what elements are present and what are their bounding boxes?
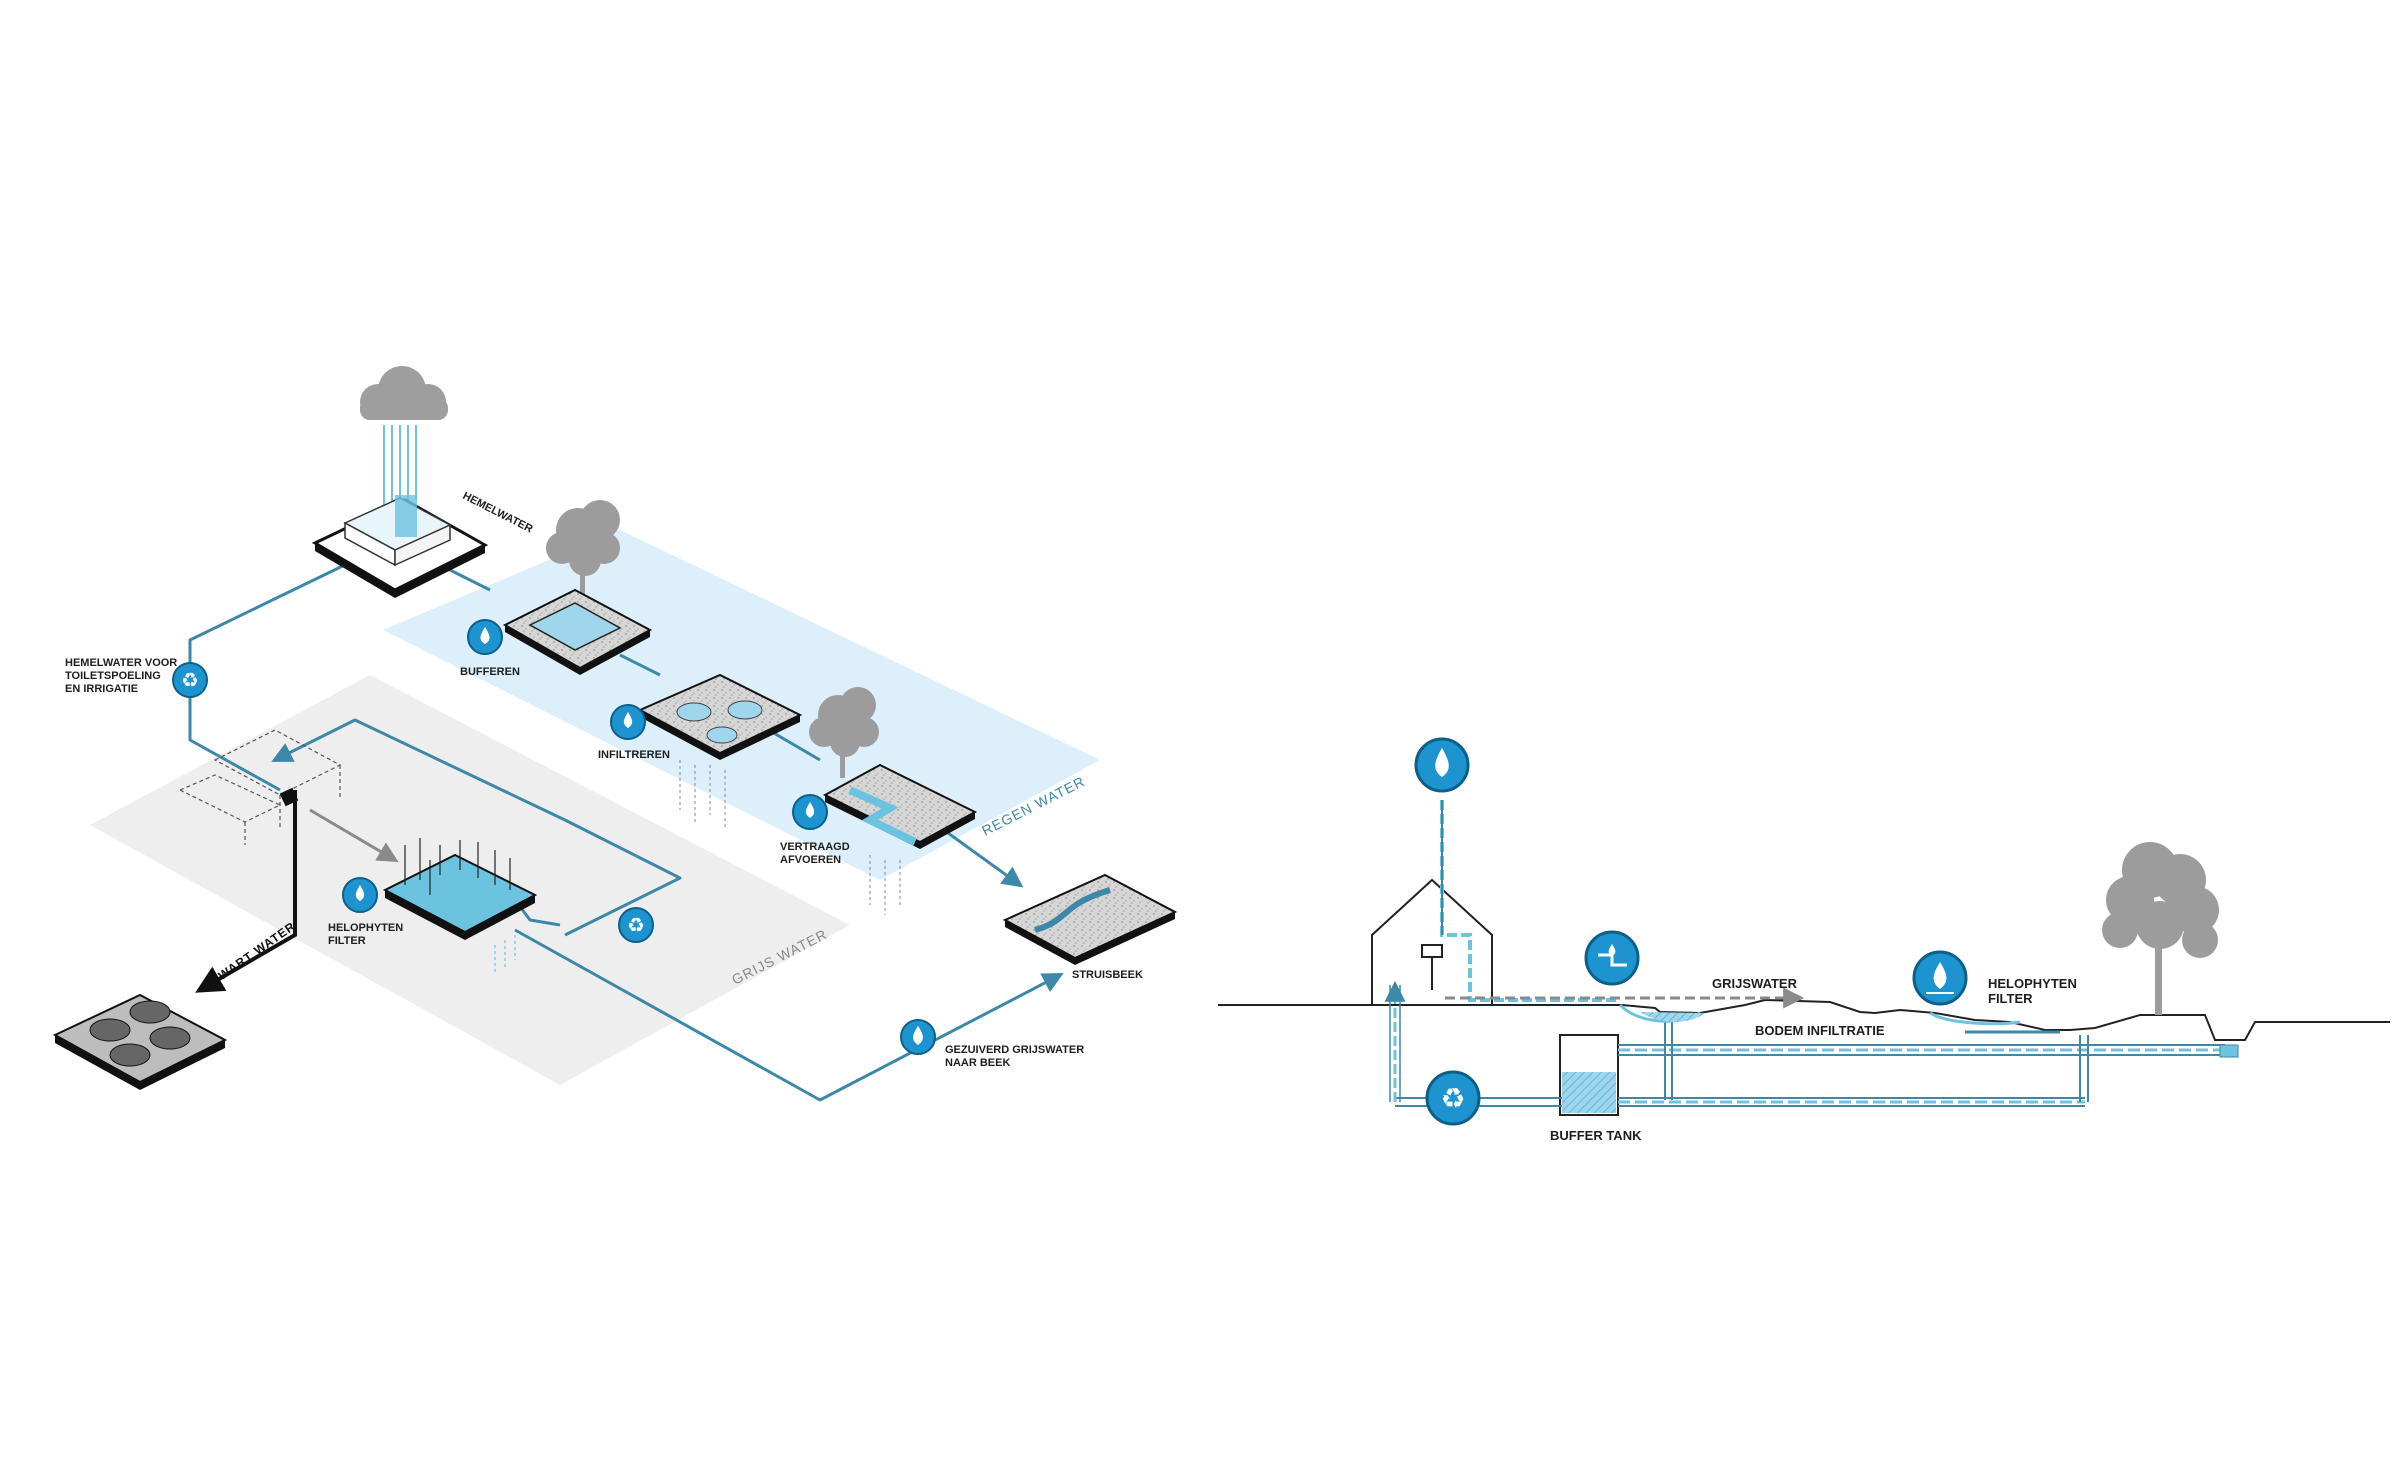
- label-helophyten-1: HELOPHYTEN: [328, 922, 403, 934]
- label-helophyten-2: FILTER: [1988, 991, 2033, 1006]
- helophyte-platform: [382, 838, 538, 975]
- grey-flow-arrow: [309, 808, 399, 863]
- house-block: [311, 495, 489, 598]
- delay-icon: [792, 794, 828, 830]
- house-section: [1371, 878, 1493, 1005]
- label-bufferen: BUFFEREN: [460, 666, 520, 678]
- label-gezuiverd-1: GEZUIVERD GRIJSWATER: [945, 1044, 1084, 1056]
- label-hemelwater: HEMELWATER: [461, 490, 535, 536]
- label-helophyten-1: HELOPHYTEN: [1988, 976, 2077, 991]
- label-hemelwater-voor-3: EN IRRIGATIE: [65, 683, 138, 695]
- swale-infiltration: [1640, 1012, 1705, 1022]
- drop-icon: [900, 1019, 936, 1055]
- dashed-house: [178, 729, 342, 845]
- infiltration-platform: [637, 673, 803, 830]
- label-vertraagd-2: AFVOEREN: [780, 854, 841, 866]
- filter-icon: [342, 877, 378, 913]
- label-bodem-infiltratie: BODEM INFILTRATIE: [1755, 1023, 1885, 1038]
- basin-drop-icon: [467, 619, 503, 655]
- label-vertraagd-1: VERTRAAGD: [780, 841, 850, 853]
- delay-platform: [822, 763, 978, 915]
- label-infiltreren: INFILTREREN: [598, 749, 670, 761]
- pipe-lines: [1384, 800, 2225, 1107]
- recycle-icon: ♻: [618, 907, 654, 943]
- tree-icon: [546, 500, 620, 595]
- label-hemelwater-voor-1: HEMELWATER VOOR: [65, 657, 177, 669]
- svg-text:♻: ♻: [181, 670, 199, 692]
- isometric-scheme: ♻ ♻ HEMELWATER HEMELWATER VOOR TOI: [52, 366, 1178, 1102]
- tree-icon: [2102, 842, 2219, 1015]
- label-struisbeek: STRUISBEEK: [1072, 969, 1143, 981]
- ground-line: [1218, 998, 2390, 1041]
- septic-tanks: [52, 993, 228, 1090]
- buffer-tank: [1559, 1034, 1619, 1116]
- label-grijswater: GRIJSWATER: [1712, 976, 1798, 991]
- svg-text:♻: ♻: [1440, 1083, 1465, 1114]
- svg-text:♻: ♻: [627, 915, 645, 937]
- recycle-icon: ♻: [1425, 1070, 1481, 1126]
- tree-icon: [809, 687, 879, 778]
- filter-drop-icon: [1912, 950, 1968, 1006]
- label-gezuiverd-2: NAAR BEEK: [945, 1057, 1010, 1069]
- section-scheme: ♻ GRIJSWATER BODEM INFILTRATIE HELOPHYTE…: [1218, 737, 2390, 1143]
- black-water-line: [195, 790, 297, 993]
- cloud-icon: [360, 366, 448, 420]
- stream-outlet: [2219, 1044, 2239, 1058]
- zone-label-zwart: ZWART WATER: [209, 919, 298, 988]
- stream-platform: [1002, 873, 1178, 965]
- label-hemelwater-voor-2: TOILETSPOELING: [65, 670, 161, 682]
- buffer-platform: [502, 588, 653, 675]
- label-buffer-tank: BUFFER TANK: [1550, 1128, 1642, 1143]
- toilet-icon: [279, 787, 299, 807]
- label-helophyten-2: FILTER: [328, 935, 366, 947]
- infiltration-icon: [610, 704, 646, 740]
- drop-icon: [1414, 737, 1470, 793]
- tap-basin-icon: [1584, 930, 1640, 986]
- recycle-icon: ♻: [172, 662, 208, 698]
